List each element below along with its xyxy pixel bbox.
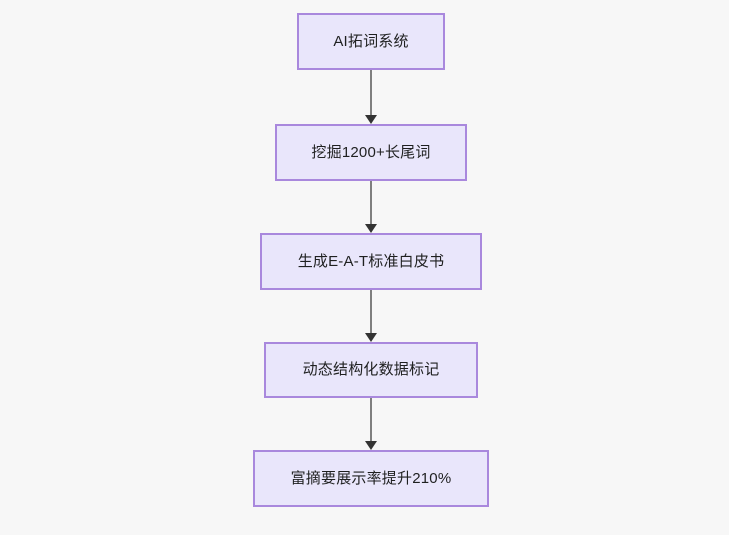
flow-node-dynamic-structured-data-markup[interactable]: 动态结构化数据标记 bbox=[264, 342, 478, 398]
arrowhead-icon bbox=[365, 441, 377, 450]
flow-node-ai-keyword-system[interactable]: AI拓词系统 bbox=[297, 13, 445, 70]
connector-line bbox=[370, 70, 372, 115]
connector-node-1-to-node-2 bbox=[364, 70, 378, 124]
connector-line bbox=[370, 290, 372, 333]
connector-node-2-to-node-3 bbox=[364, 181, 378, 233]
flow-node-label: 动态结构化数据标记 bbox=[302, 361, 440, 378]
connector-line bbox=[370, 181, 372, 224]
arrowhead-icon bbox=[365, 115, 377, 124]
flow-node-label: 富摘要展示率提升210% bbox=[290, 469, 452, 487]
connector-node-4-to-node-5 bbox=[364, 398, 378, 450]
flow-node-label: 挖掘1200+长尾词 bbox=[311, 143, 431, 161]
connector-line bbox=[370, 398, 372, 441]
flow-node-label: 生成E-A-T标准白皮书 bbox=[297, 252, 445, 270]
connector-node-3-to-node-4 bbox=[364, 290, 378, 342]
flow-node-rich-snippet-impression-lift[interactable]: 富摘要展示率提升210% bbox=[253, 450, 489, 507]
flow-node-generate-eat-whitepaper[interactable]: 生成E-A-T标准白皮书 bbox=[260, 233, 482, 290]
flow-node-label: AI拓词系统 bbox=[333, 32, 409, 50]
arrowhead-icon bbox=[365, 224, 377, 233]
arrowhead-icon bbox=[365, 333, 377, 342]
flow-node-mine-longtail-keywords[interactable]: 挖掘1200+长尾词 bbox=[275, 124, 467, 181]
